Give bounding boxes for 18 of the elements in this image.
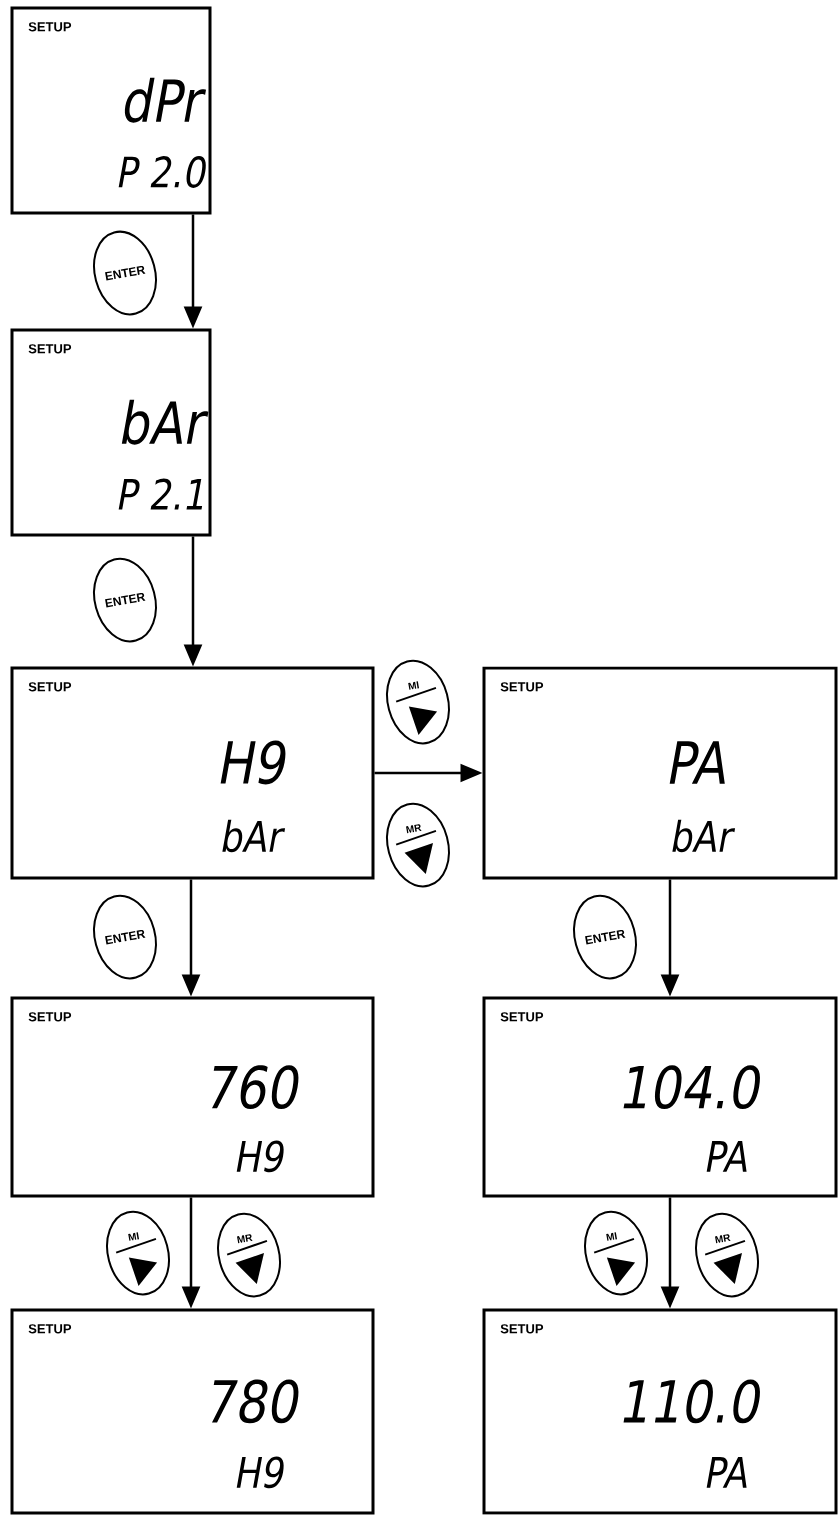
enter-button: ENTER xyxy=(93,894,157,980)
up-button: MI xyxy=(386,659,450,745)
display-screen: SETUP 104.0 PA xyxy=(482,996,838,1198)
down-button: MR xyxy=(217,1212,281,1298)
down-button: MR xyxy=(386,802,450,888)
display-screen: SETUP 780 H9 xyxy=(10,1308,375,1515)
enter-button: ENTER xyxy=(93,230,157,316)
enter-button: ENTER xyxy=(93,557,157,643)
display-screen: SETUP 760 H9 xyxy=(10,996,375,1198)
up-button: MI xyxy=(106,1210,170,1296)
display-screen: SETUP bAr P 2.1 xyxy=(10,328,212,537)
down-button: MR xyxy=(695,1212,759,1298)
display-screen: SETUP dPr P 2.0 xyxy=(10,6,212,215)
display-screen: SETUP 110.0 PA xyxy=(482,1308,838,1515)
up-button: MI xyxy=(584,1210,648,1296)
enter-button: ENTER xyxy=(573,894,637,980)
display-screen: SETUP H9 bAr xyxy=(10,666,375,880)
display-screen: SETUP PA bAr xyxy=(482,666,838,880)
